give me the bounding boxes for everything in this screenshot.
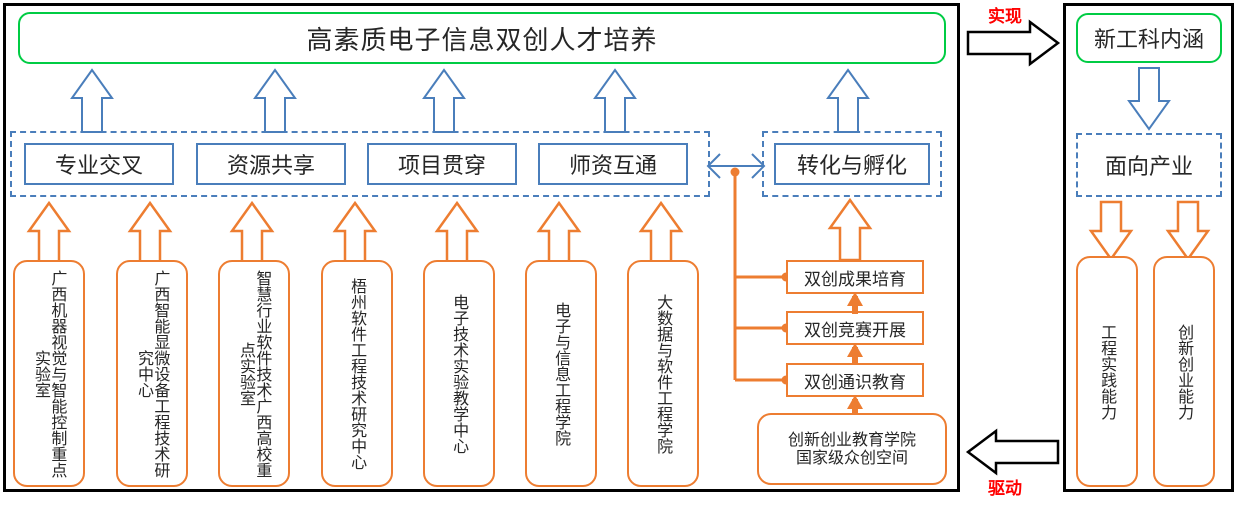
realize-label: 实现 [988,7,1022,27]
institute-box: 创新创业教育学院 国家级众创空间 [757,413,947,485]
concept-box-label: 新工科内涵 [1093,28,1204,53]
program-box-1-label: 双创成果培育 [804,269,906,290]
platform-box-7: 大数据与软件工程学院 [627,260,699,487]
ability-box-2-label: 创新创业能力 [1175,323,1195,420]
platform-box-4-label: 梧州软件工程技术研究中心 [348,277,368,470]
platform-box-1: 广西机器视觉与智能控制重点实验室 [13,260,85,487]
strategy-box-3-label: 项目贯穿 [397,154,486,179]
drive-arrow-left [965,428,1060,476]
institute-box-line1: 创新创业教育学院 [787,429,916,449]
strategy-box-4: 师资互通 [538,143,688,185]
goal-box: 高素质电子信息双创人才培养 [18,12,946,64]
platform-box-6-label: 电子与信息工程学院 [552,301,572,446]
platform-box-5-label: 电子技术实验教学中心 [450,293,470,454]
platform-box-3-label: 智慧行业软件技术广西高校重点实验室 [237,269,273,478]
platform-box-1-label: 广西机器视觉与智能控制重点实验室 [32,269,68,478]
strategy-box-2-label: 资源共享 [226,154,315,179]
orange-down-arrows [1088,200,1211,262]
ability-box-1: 工程实践能力 [1076,256,1138,487]
platform-box-2: 广西智能显微设备工程技术研究中心 [116,260,188,487]
institute-box-line2: 国家级众创空间 [795,448,908,467]
strategy-box-3: 项目贯穿 [367,143,517,185]
bidirectional-blue-arrow [706,153,766,179]
strategy-box-1-label: 专业交叉 [54,154,143,179]
orientation-box-label: 面向产业 [1104,155,1193,180]
drive-label: 驱动 [988,479,1022,499]
platform-box-6: 电子与信息工程学院 [525,260,597,487]
strategy-box-4-label: 师资互通 [568,154,657,179]
orange-up-arrows-platforms [26,200,684,264]
incubation-box-label: 转化与孵化 [796,154,907,179]
program-box-3-label: 双创通识教育 [804,372,906,393]
strategy-box-2: 资源共享 [196,143,346,185]
platform-box-7-label: 大数据与软件工程学院 [654,293,674,454]
concept-box: 新工科内涵 [1076,13,1222,63]
ability-box-2: 创新创业能力 [1153,256,1215,487]
strategy-box-1: 专业交叉 [24,143,174,185]
realize-arrow-right [966,19,1061,67]
program-chain-arrows [847,292,863,417]
orientation-box: 面向产业 [1076,133,1222,197]
program-box-2: 双创竞赛开展 [786,311,924,345]
platform-box-5: 电子技术实验教学中心 [423,260,495,487]
platform-box-3: 智慧行业软件技术广西高校重点实验室 [218,260,290,487]
platform-box-2-label: 广西智能显微设备工程技术研究中心 [135,269,171,478]
program-box-2-label: 双创竞赛开展 [804,320,906,341]
platform-box-4: 梧州软件工程技术研究中心 [321,260,393,487]
blue-down-arrow [1127,67,1171,131]
goal-box-label: 高素质电子信息双创人才培养 [306,25,658,56]
program-box-1: 双创成果培育 [786,260,924,294]
incubation-box: 转化与孵化 [774,143,930,185]
ability-box-1-label: 工程实践能力 [1098,323,1118,420]
